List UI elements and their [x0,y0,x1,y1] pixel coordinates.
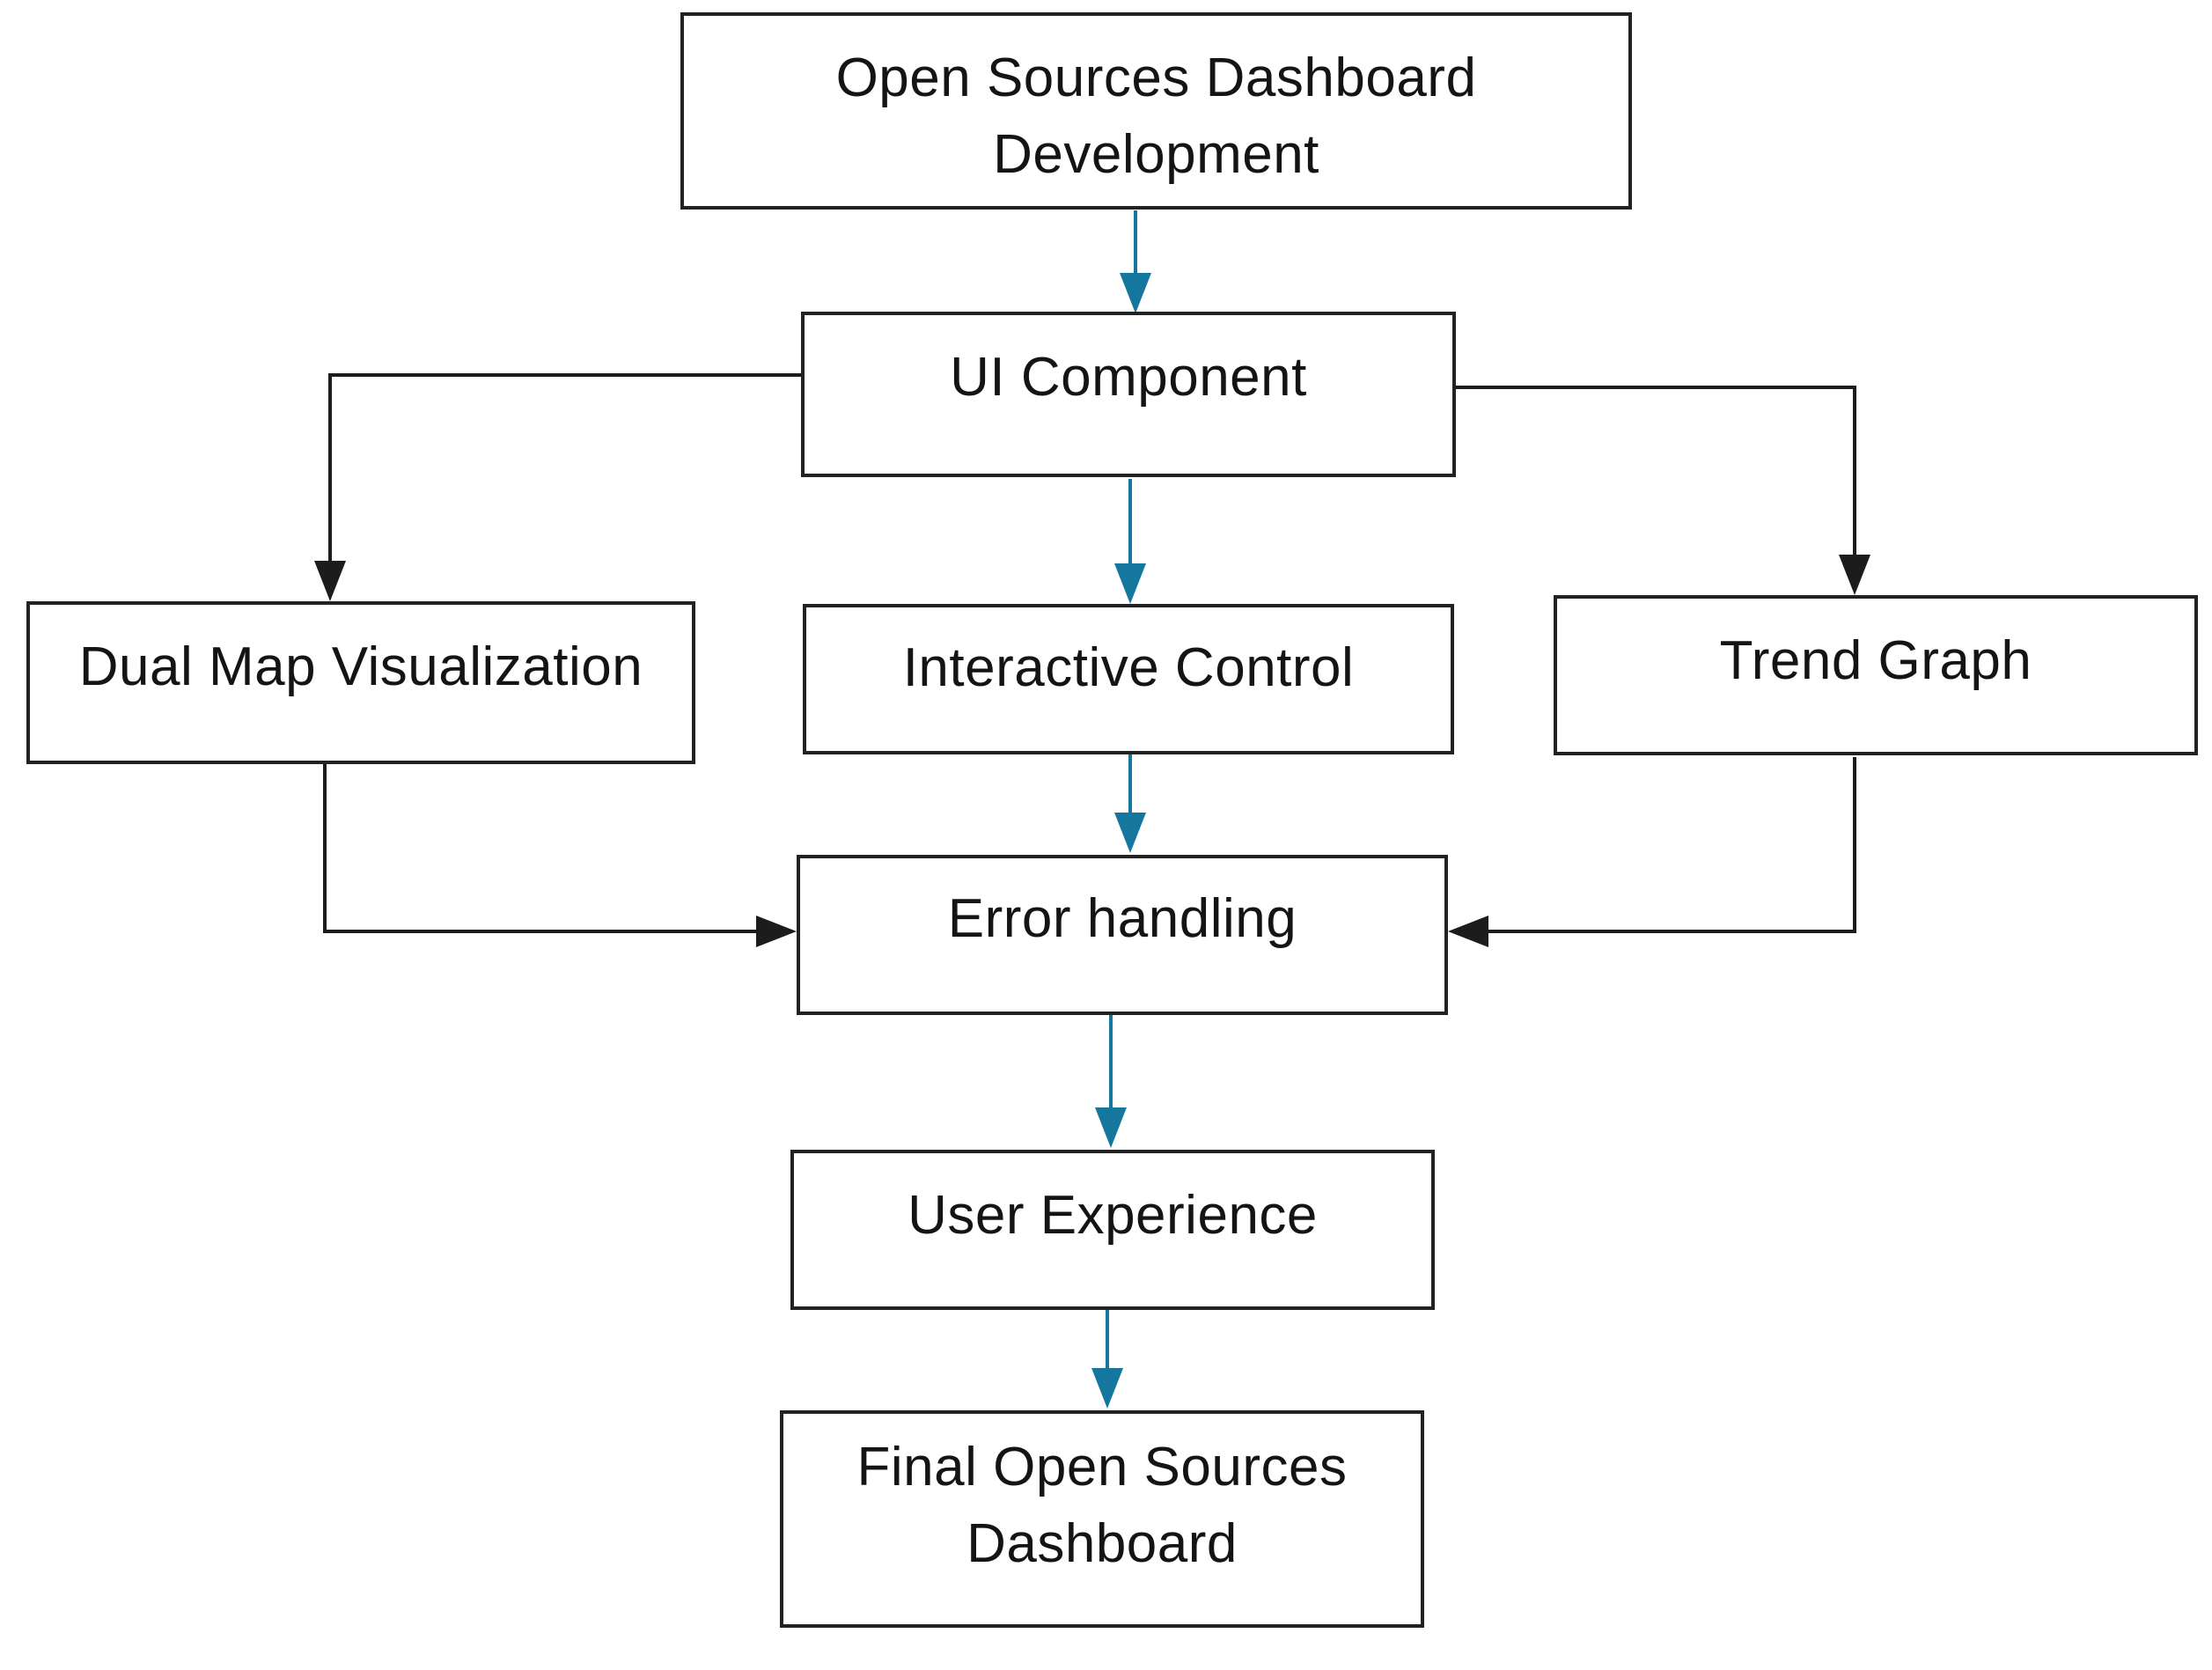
arrowhead-down-icon [1839,555,1870,595]
arrowhead-down-icon [1114,563,1146,604]
arrowhead-left-icon [1448,916,1488,947]
node-label: User Experience [908,1185,1318,1246]
arrowhead-down-icon [1114,813,1146,853]
arrowhead-down-icon [314,561,346,601]
edge-ui-component-to-trend-graph [1456,386,1870,595]
node-dual-map-visualization: Dual Map Visualization [26,601,695,764]
edge-dual-map-to-error-handling [323,762,797,947]
node-label: Trend Graph [1719,630,2032,691]
node-error-handling: Error handling [797,855,1448,1015]
arrowhead-right-icon [756,916,797,947]
node-final-open-sources-dashboard: Final Open Sources Dashboard [780,1410,1424,1628]
node-label: Interactive Control [902,637,1355,698]
node-label: Open Sources Dashboard Development [835,48,1477,185]
edge-ui-component-to-interactive-control [1114,479,1146,604]
node-label: Error handling [947,888,1297,949]
edge-error-handling-to-user-experience [1095,1015,1127,1148]
arrowhead-down-icon [1091,1368,1123,1409]
node-label: Final Open Sources Dashboard [856,1437,1348,1574]
edge-interactive-control-to-error-handling [1114,754,1146,853]
edge-top-to-ui-component [1120,210,1151,313]
node-interactive-control: Interactive Control [803,604,1454,754]
edge-trend-graph-to-error-handling [1448,757,1856,947]
arrowhead-down-icon [1120,273,1151,313]
arrowhead-down-icon [1095,1107,1127,1148]
node-label: UI Component [950,347,1307,408]
edge-ui-component-to-dual-map [314,373,801,601]
node-user-experience: User Experience [790,1150,1435,1310]
node-trend-graph: Trend Graph [1554,595,2198,755]
edge-user-experience-to-final-dashboard [1091,1310,1123,1409]
node-ui-component: UI Component [801,312,1456,477]
node-open-sources-dashboard-development: Open Sources Dashboard Development [680,12,1632,210]
node-label: Dual Map Visualization [78,636,643,697]
